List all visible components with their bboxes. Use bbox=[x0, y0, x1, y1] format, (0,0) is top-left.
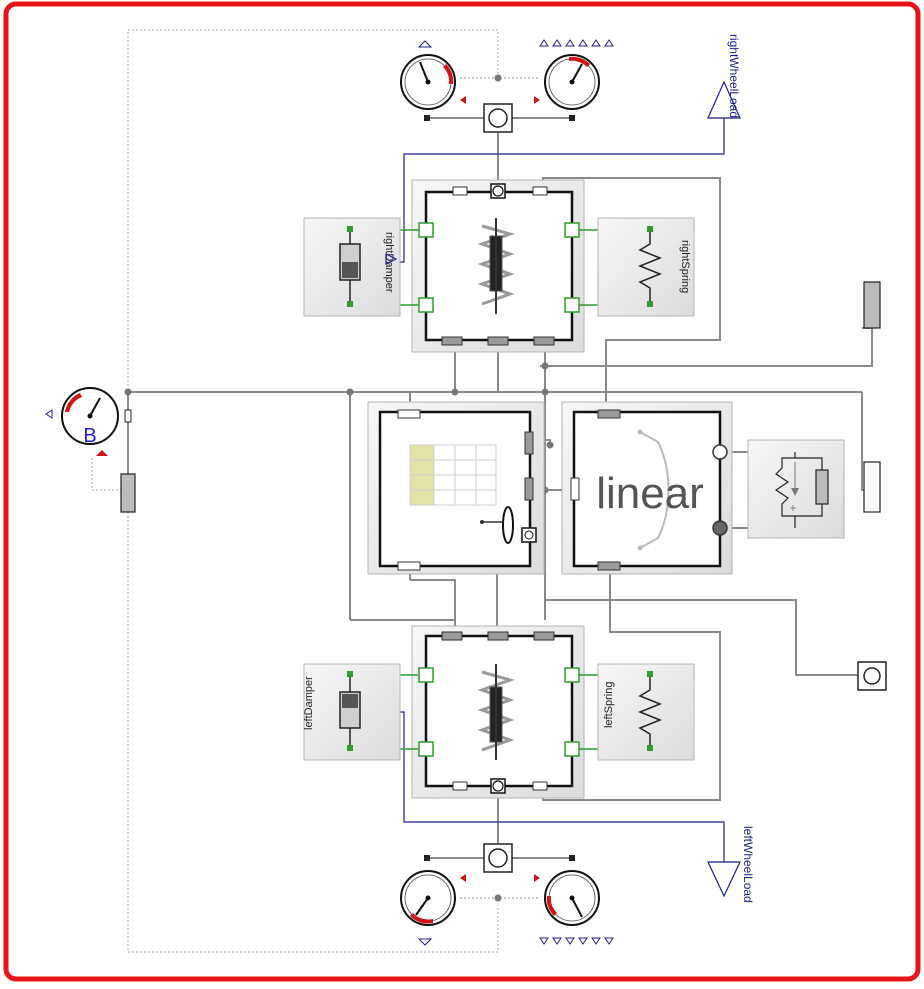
right-wheel-load-label: rightWheelLoad bbox=[727, 34, 741, 118]
left-spring-label: leftSpring bbox=[603, 682, 615, 728]
right-spring-block[interactable]: rightSpring bbox=[598, 218, 694, 316]
top-triangle-row bbox=[540, 40, 613, 46]
right-damper-block[interactable]: rightDamper bbox=[304, 218, 400, 316]
left-wheel-load-port: leftWheelLoad bbox=[708, 826, 755, 903]
bottom-right-gauge bbox=[545, 871, 599, 925]
svg-text:+: + bbox=[789, 501, 796, 515]
right-suspension-block[interactable] bbox=[412, 180, 584, 352]
left-wheel-load-label: leftWheelLoad bbox=[741, 826, 755, 903]
left-spring-block[interactable]: leftSpring bbox=[598, 664, 694, 760]
top-right-gauge bbox=[545, 55, 599, 109]
body-acceleration-gauge: B bbox=[62, 388, 118, 447]
linear-label: linear bbox=[596, 469, 704, 518]
left-damper-label: leftDamper bbox=[303, 676, 315, 730]
left-suspension-block[interactable] bbox=[412, 626, 584, 798]
top-ring-connector bbox=[484, 104, 512, 132]
electrical-element-block[interactable]: + bbox=[748, 440, 844, 538]
bottom-left-gauge bbox=[401, 871, 455, 925]
top-left-gauge bbox=[401, 55, 455, 109]
linear-block[interactable]: linear bbox=[562, 402, 732, 574]
bottom-triangle-row bbox=[540, 938, 613, 944]
bottom-ring-connector bbox=[484, 844, 512, 872]
body-block[interactable] bbox=[368, 402, 544, 574]
sensor-b-label: B bbox=[83, 425, 96, 447]
right-wheel-load-port: rightWheelLoad bbox=[708, 34, 741, 118]
left-damper-block[interactable]: leftDamper bbox=[303, 664, 400, 760]
right-spring-label: rightSpring bbox=[679, 240, 691, 293]
